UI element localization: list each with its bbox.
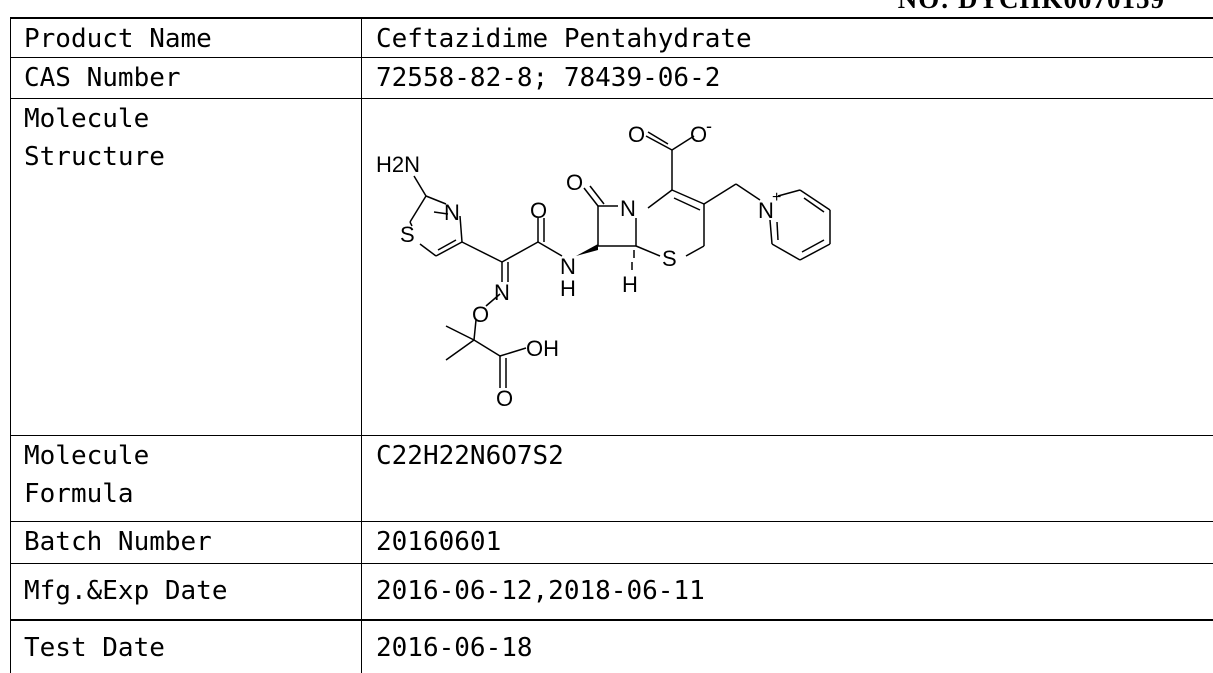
mfg-exp-date-value: 2016-06-12,2018-06-11 [376, 576, 705, 606]
atom-h-ring: H [622, 272, 638, 297]
cas-number-label: CAS Number [11, 58, 362, 98]
cas-number-value: 72558-82-8; 78439-06-2 [376, 63, 721, 93]
product-name-value: Ceftazidime Pentahydrate [376, 24, 752, 54]
atom-o-acid: O [496, 386, 513, 410]
atom-o-carbox-1: O [628, 122, 645, 147]
atom-n-thiazole: N [444, 200, 460, 225]
atom-o-minus: - [706, 120, 712, 136]
atom-n-oxime: N [494, 280, 510, 305]
molecule-structure-label: Molecule Structure [11, 99, 362, 435]
table-row-test-date: Test Date 2016-06-18 [10, 619, 1213, 673]
table-row-molecule-structure: Molecule Structure [10, 98, 1213, 435]
atom-s-thiazole: S [400, 222, 415, 247]
table-row-mfg-exp-date: Mfg.&Exp Date 2016-06-12,2018-06-11 [10, 563, 1213, 619]
atom-n-lactam: N [620, 196, 636, 221]
table-row-batch-number: Batch Number 20160601 [10, 521, 1213, 563]
certificate-table: Product Name Ceftazidime Pentahydrate CA… [10, 17, 1213, 673]
document-number: NO: DYCHK0070159 [898, 0, 1165, 14]
bond-lines [409, 131, 831, 388]
atom-h2n: H2N [376, 152, 420, 177]
batch-number-value: 20160601 [376, 527, 502, 557]
table-row-molecule-formula: Molecule Formula C22H22N6O7S2 [10, 435, 1213, 521]
mfg-exp-date-label: Mfg.&Exp Date [11, 564, 362, 619]
stereo-bonds [576, 244, 635, 270]
atom-o-oxime: O [472, 302, 489, 327]
atom-nh-n: N [560, 254, 576, 279]
test-date-label: Test Date [11, 621, 362, 673]
atom-labels: H2N N S O N H N O OH O O N H S O O - N + [376, 120, 781, 410]
molecule-formula-value: C22H22N6O7S2 [376, 441, 564, 471]
table-row-cas-number: CAS Number 72558-82-8; 78439-06-2 [10, 57, 1213, 98]
atom-plus-charge: + [772, 189, 781, 206]
atom-nh-h: H [560, 276, 576, 301]
atom-o-carbox-2: O [690, 122, 707, 147]
atom-oh: OH [526, 336, 559, 361]
molecule-structure-drawing: H2N N S O N H N O OH O O N H S O O - N + [376, 120, 831, 410]
molecule-formula-label: Molecule Formula [11, 436, 362, 521]
product-name-label: Product Name [11, 19, 362, 57]
atom-o-amide: O [530, 198, 547, 223]
test-date-value: 2016-06-18 [376, 633, 533, 663]
batch-number-label: Batch Number [11, 522, 362, 563]
table-row-product-name: Product Name Ceftazidime Pentahydrate [10, 17, 1213, 57]
atom-n-pyridinium: N [758, 198, 774, 223]
atom-o-lactam: O [566, 170, 583, 195]
atom-s-ring: S [662, 246, 677, 271]
